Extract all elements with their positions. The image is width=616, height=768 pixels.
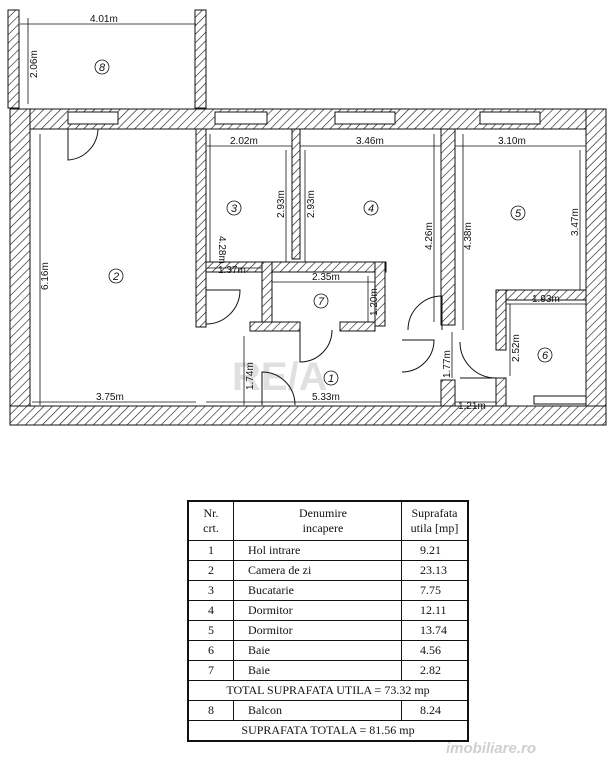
table-cell-name: Dormitor bbox=[233, 600, 402, 621]
dimension-lines bbox=[20, 18, 586, 405]
dim-bedroom4-right: 4.26m bbox=[424, 222, 435, 250]
table-cell-name: Camera de zi bbox=[233, 560, 402, 581]
dim-kitchen-lower: 1.37m bbox=[218, 265, 246, 276]
table-cell-nr: 5 bbox=[187, 620, 234, 641]
table-cell-name: Hol intrare bbox=[233, 540, 402, 561]
room-number-2: 2 bbox=[112, 271, 119, 283]
room-number-8: 8 bbox=[99, 62, 106, 74]
header-nr: Nr.crt. bbox=[187, 500, 234, 541]
table-cell-area: 9.21 bbox=[401, 540, 469, 561]
dim-bedroom4-left: 2.93m bbox=[306, 190, 317, 218]
table-cell-area: 2.82 bbox=[401, 660, 469, 681]
table-cell-nr: 8 bbox=[187, 700, 234, 721]
room-number-7: 7 bbox=[318, 296, 325, 308]
table-cell-area: 8.24 bbox=[401, 700, 469, 721]
total-row: SUPRAFATA TOTALA = 81.56 mp bbox=[187, 720, 469, 742]
dim-living-height: 6.16m bbox=[40, 262, 51, 290]
windows bbox=[67, 111, 541, 125]
dim-hall-width: 5.33m bbox=[312, 392, 340, 403]
dim-living-width: 3.75m bbox=[96, 392, 124, 403]
table-cell-area: 7.75 bbox=[401, 580, 469, 601]
table-cell-nr: 2 bbox=[187, 560, 234, 581]
dim-kitchen-height: 4.28m bbox=[216, 236, 227, 264]
dim-balcony-depth: 2.06m bbox=[29, 50, 40, 78]
room-number-4: 4 bbox=[368, 203, 374, 215]
table-cell-area: 12.11 bbox=[401, 600, 469, 621]
table-cell-nr: 1 bbox=[187, 540, 234, 561]
table-cell-nr: 4 bbox=[187, 600, 234, 621]
interior-walls bbox=[195, 128, 587, 407]
room-number-3: 3 bbox=[231, 203, 238, 215]
dim-bath7-width: 2.35m bbox=[312, 272, 340, 283]
table-cell-name: Bucatarie bbox=[233, 580, 402, 601]
table-cell-area: 13.74 bbox=[401, 620, 469, 641]
dim-bath6-width: 1.93m bbox=[532, 294, 560, 305]
room-markers bbox=[94, 59, 553, 386]
dim-bedroom5-right: 3.47m bbox=[570, 208, 581, 236]
total-row: TOTAL SUPRAFATA UTILA = 73.32 mp bbox=[187, 680, 469, 701]
table-cell-name: Baie bbox=[233, 660, 402, 681]
dim-kitchen-width: 2.02m bbox=[230, 136, 258, 147]
floor-plan: RE/A bbox=[7, 9, 607, 426]
table-cell-area: 23.13 bbox=[401, 560, 469, 581]
door-swings bbox=[67, 128, 497, 406]
room-number-5: 5 bbox=[515, 208, 522, 220]
table-cell-name: Dormitor bbox=[233, 620, 402, 641]
dim-balcony-width: 4.01m bbox=[90, 14, 118, 25]
dimension-labels: 4.01m 2.06m 6.16m 3.75m 2.02m 4.28m 2.93… bbox=[29, 14, 581, 412]
room-numbers: 8 2 3 4 5 6 7 1 bbox=[99, 62, 549, 385]
table-cell-nr: 6 bbox=[187, 640, 234, 661]
table-cell-area: 4.56 bbox=[401, 640, 469, 661]
dim-corridor-height: 1.77m bbox=[442, 350, 453, 378]
table-cell-name: Balcon bbox=[233, 700, 402, 721]
dim-bedroom5-left: 4.38m bbox=[463, 222, 474, 250]
total-cell: TOTAL SUPRAFATA UTILA = 73.32 mp bbox=[187, 680, 469, 701]
balcony-walls bbox=[7, 9, 207, 109]
dim-corridor-width: 1.21m bbox=[458, 401, 486, 412]
site-watermark: imobiliare.ro bbox=[446, 740, 537, 757]
total-cell: SUPRAFATA TOTALA = 81.56 mp bbox=[187, 720, 469, 742]
room-number-1: 1 bbox=[328, 373, 334, 385]
room-number-6: 6 bbox=[542, 350, 549, 362]
dim-kitchen-inner: 2.93m bbox=[276, 190, 287, 218]
dim-bedroom5-width: 3.10m bbox=[498, 136, 526, 147]
dim-hall-height: 1.74m bbox=[245, 362, 256, 390]
table-cell-nr: 7 bbox=[187, 660, 234, 681]
dim-bath7-height: 1.20m bbox=[369, 288, 380, 316]
dim-bath6-height: 2.52m bbox=[511, 334, 522, 362]
exterior-walls bbox=[9, 108, 607, 426]
bath-fixture bbox=[533, 395, 587, 405]
table-cell-name: Baie bbox=[233, 640, 402, 661]
dim-bedroom4-width: 3.46m bbox=[356, 136, 384, 147]
table-cell-nr: 3 bbox=[187, 580, 234, 601]
